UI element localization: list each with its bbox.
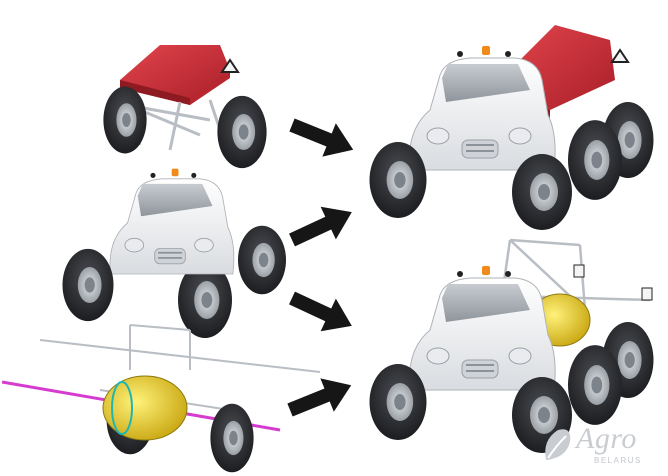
six-wheel-spreader-vehicle xyxy=(369,25,654,230)
watermark: Agro BELARUS xyxy=(542,420,654,470)
arrow-top xyxy=(285,108,360,167)
watermark-brand: Agro xyxy=(576,422,637,455)
cab-chassis-module xyxy=(62,167,286,338)
leaf-logo-icon xyxy=(545,429,571,460)
watermark-sub: BELARUS xyxy=(594,456,642,465)
arrow-middle-down xyxy=(284,281,360,343)
red-hopper-icon xyxy=(120,45,240,105)
sprayer-tank-module xyxy=(1,324,321,473)
arrow-middle-up xyxy=(284,195,360,257)
yellow-tank-icon xyxy=(102,375,188,441)
arrow-bottom xyxy=(283,368,358,427)
spreader-hopper-module xyxy=(103,45,267,169)
vehicle-cab-icon xyxy=(109,167,235,275)
six-wheel-sprayer-vehicle xyxy=(369,238,654,453)
